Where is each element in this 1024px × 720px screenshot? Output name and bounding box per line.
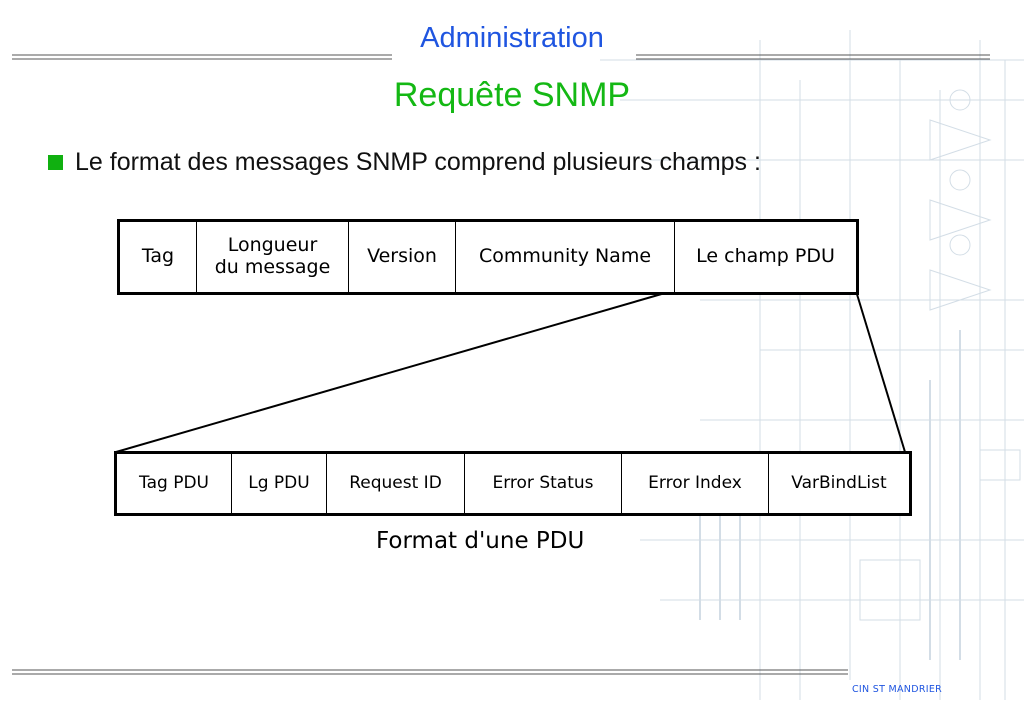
bullet-item: Le format des messages SNMP comprend plu…	[48, 148, 761, 177]
field-tag: Tag	[120, 222, 197, 292]
footer-text: CIN ST MANDRIER	[852, 684, 943, 695]
pdu-format-table: Tag PDU Lg PDU Request ID Error Status E…	[114, 451, 912, 516]
pdu-field-varbindlist: VarBindList	[791, 472, 887, 493]
pdu-field-error-index: Error Index	[622, 454, 769, 513]
pdu-field-length: Lg PDU	[232, 454, 327, 513]
header-title: Administration	[420, 22, 604, 54]
field-line2: du message	[214, 256, 331, 278]
bullet-text: Le format des messages SNMP comprend plu…	[75, 148, 761, 176]
field-line1: Le champ PDU	[696, 245, 835, 268]
field-line1: Tag	[141, 245, 175, 268]
connector-left	[115, 290, 673, 453]
message-format-table: Tag Longueur du message Version Communit…	[117, 219, 859, 295]
field-line1: Version	[367, 245, 437, 268]
field-line1: Longueur	[227, 234, 318, 257]
field-version: Version	[349, 222, 456, 292]
pdu-field-error-status: Error Status	[465, 454, 622, 513]
pdu-field-request-id: Request ID	[327, 454, 465, 513]
field-length: Longueur du message	[197, 222, 349, 292]
field-community-name: Community Name	[456, 222, 675, 292]
diagram-caption: Format d'une PDU	[376, 528, 585, 554]
slide-subtitle: Requête SNMP	[393, 76, 631, 114]
square-bullet-icon	[48, 155, 63, 170]
field-line1: Community Name	[478, 245, 652, 268]
pdu-field-tag: Tag PDU	[117, 454, 232, 513]
connector-right	[855, 290, 906, 453]
field-pdu: Le champ PDU	[675, 222, 856, 292]
